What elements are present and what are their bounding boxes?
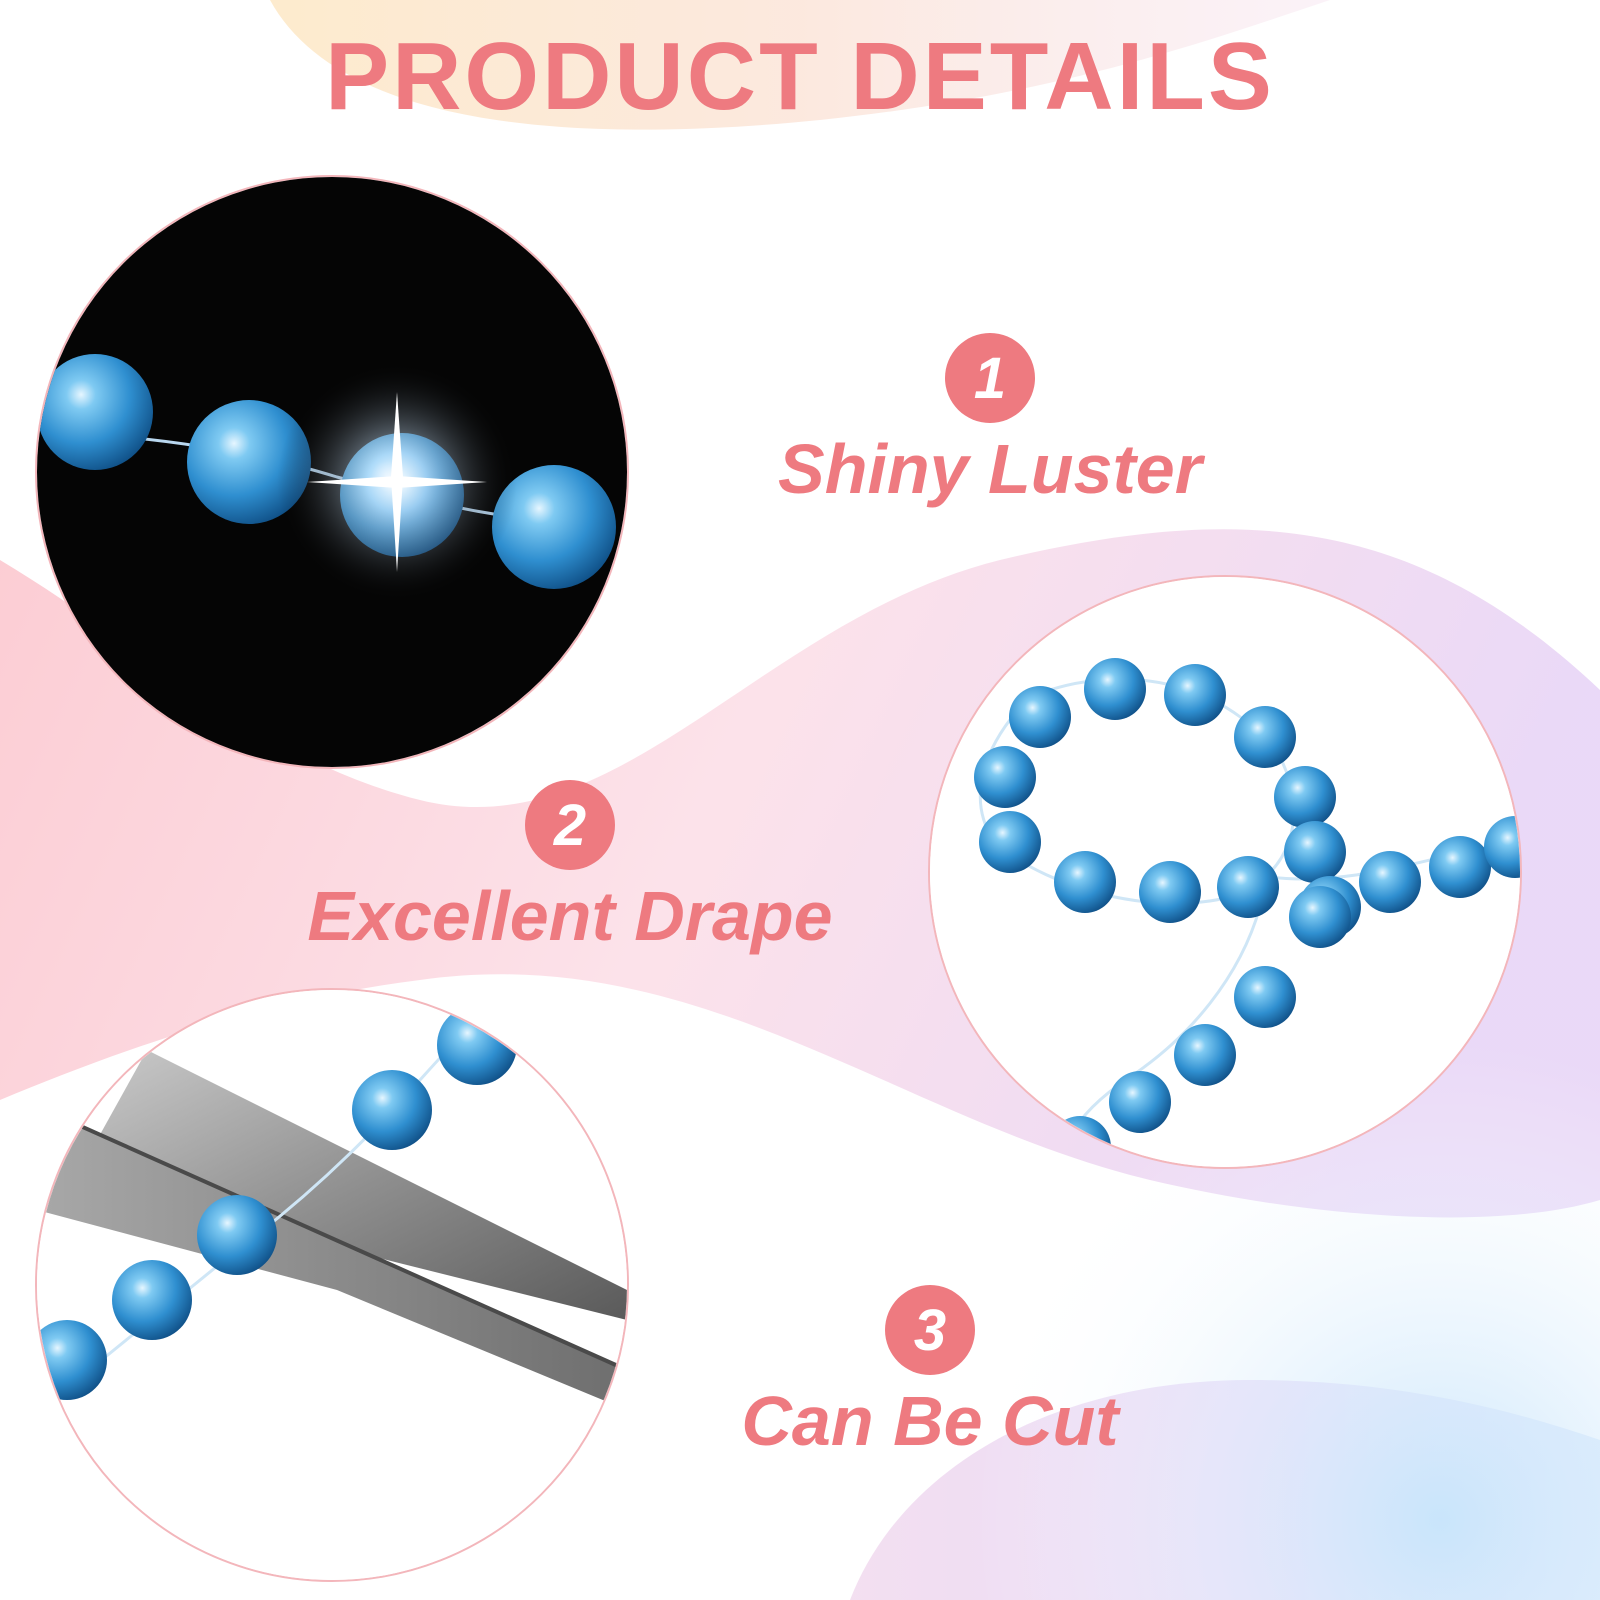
feature-number-badge: 1 — [945, 333, 1035, 423]
feature-1: 1 Shiny Luster — [690, 333, 1290, 509]
bead-strand-loop-photo — [928, 575, 1522, 1169]
feature-2: 2 Excellent Drape — [270, 780, 870, 956]
feature-label: Shiny Luster — [778, 430, 1202, 508]
page-title: PRODUCT DETAILS — [325, 23, 1275, 130]
bead-strand-shine-photo — [35, 175, 629, 769]
feature-number-badge: 3 — [885, 1285, 975, 1375]
feature-3: 3 Can Be Cut — [630, 1285, 1230, 1461]
feature-number-badge: 2 — [525, 780, 615, 870]
scissors-cutting-beads-photo — [35, 988, 629, 1582]
feature-label: Can Be Cut — [741, 1382, 1119, 1460]
feature-label: Excellent Drape — [307, 877, 833, 955]
